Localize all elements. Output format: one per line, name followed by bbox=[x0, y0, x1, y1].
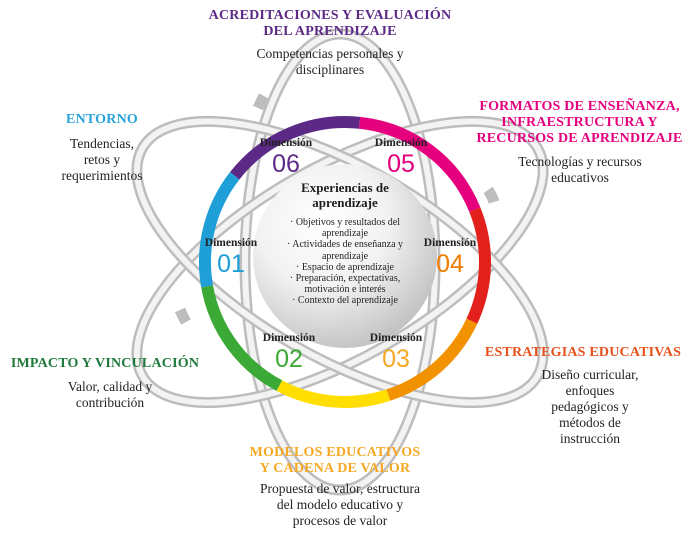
dimension-label: Dimensión bbox=[374, 137, 428, 149]
dimension-number: 05 bbox=[387, 150, 415, 178]
center-title: Experiencias de aprendizaje bbox=[301, 180, 389, 210]
ring-arc-red bbox=[466, 207, 491, 324]
entorno-title: ENTORNO bbox=[66, 112, 138, 127]
impacto-title: IMPACTO Y VINCULACIÓN bbox=[10, 356, 200, 371]
formatos-title: FORMATOS DE ENSEÑANZA, INFRAESTRUCTURA Y… bbox=[476, 99, 683, 146]
center-list: · Objetivos y resultados del aprendizaje… bbox=[270, 217, 420, 307]
color-ring bbox=[199, 116, 491, 408]
impacto-desc: Valor, calidad y contribución bbox=[67, 379, 153, 410]
orbit-loop-diagonal-a-inner bbox=[133, 118, 547, 406]
list-item: · Contexto del aprendizaje bbox=[292, 295, 398, 307]
estrategias-title: ESTRATEGIAS EDUCATIVAS bbox=[484, 345, 682, 360]
estrategias-desc: Diseño curricular, enfoques pedagógicos … bbox=[541, 367, 639, 446]
acreditaciones-title: ACREDITACIONES Y EVALUACIÓN DEL APRENDIZ… bbox=[208, 8, 452, 39]
ring-arc-green bbox=[201, 285, 283, 391]
dimension-label: Dimensión bbox=[369, 332, 423, 344]
dimension-label: Dimensión bbox=[204, 237, 258, 249]
ring-arc-blue bbox=[199, 172, 240, 288]
ring-arc-magenta bbox=[358, 116, 481, 212]
dimension-label: Dimensión bbox=[259, 137, 313, 149]
list-item: · Espacio de aprendizaje bbox=[295, 261, 394, 273]
dimension-number: 01 bbox=[217, 250, 245, 278]
formatos-desc: Tecnologías y recursos educativos bbox=[518, 154, 642, 185]
acreditaciones-desc: Competencias personales y disciplinares bbox=[256, 46, 404, 77]
list-item: · Preparación, expectativas, motivación … bbox=[289, 273, 401, 296]
dimension-06: Dimensión 06 bbox=[241, 137, 331, 178]
entorno-desc: Tendencias, retos y requerimientos bbox=[61, 136, 143, 183]
ring-arc-orange bbox=[386, 318, 478, 401]
ring-arc-purple bbox=[229, 116, 361, 180]
modelos-title: MODELOS EDUCATIVOS Y CADENA DE VALOR bbox=[249, 445, 421, 476]
dimension-02: Dimensión 02 bbox=[244, 332, 334, 373]
dimension-label: Dimensión bbox=[423, 237, 477, 249]
dimension-03: Dimensión 03 bbox=[351, 332, 441, 373]
list-item: · Actividades de enseñanza y aprendizaje bbox=[286, 239, 404, 262]
dimension-number: 03 bbox=[382, 345, 410, 373]
dimension-01: Dimensión 01 bbox=[186, 237, 276, 278]
orbit-loops bbox=[131, 28, 549, 496]
dimension-05: Dimensión 05 bbox=[356, 137, 446, 178]
center-sphere bbox=[253, 164, 437, 348]
dimension-number: 06 bbox=[272, 150, 300, 178]
dimension-number: 04 bbox=[436, 250, 464, 278]
dimension-04: Dimensión 04 bbox=[405, 237, 495, 278]
ring-arc-yellow bbox=[276, 380, 391, 408]
dimension-number: 02 bbox=[275, 345, 303, 373]
list-item: · Objetivos y resultados del aprendizaje bbox=[290, 217, 400, 240]
orbit-crossings bbox=[174, 93, 500, 325]
modelos-desc: Propuesta de valor, estructura del model… bbox=[260, 481, 420, 528]
dimension-label: Dimensión bbox=[262, 332, 316, 344]
